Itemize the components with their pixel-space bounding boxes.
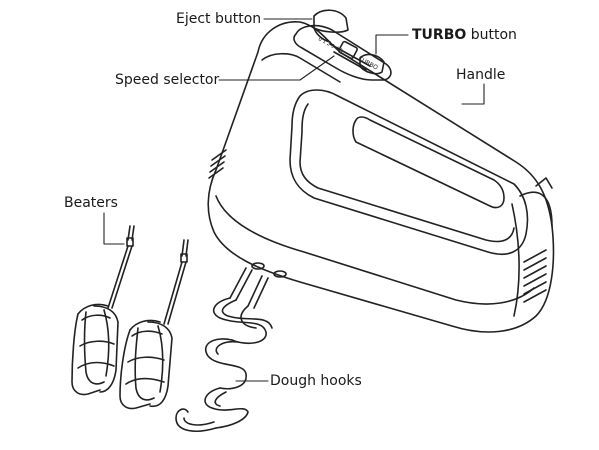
turbo-label-bold: TURBO [412, 27, 467, 43]
eject-button-label: Eject button [176, 11, 262, 27]
turbo-label-rest: button [466, 27, 517, 43]
beaters [71, 225, 189, 410]
dough-hooks-label: Dough hooks [270, 373, 362, 389]
mixer-body: TURBO 0 1 2 3 4 5 [207, 9, 555, 333]
beaters-label: Beaters [64, 195, 118, 211]
beaters-leader [103, 212, 125, 245]
dough-hooks [175, 267, 273, 432]
speed-marks-text: 0 1 2 3 4 5 [317, 36, 344, 54]
turbo-button-label: TURBO button [412, 27, 517, 43]
leader-lines [103, 18, 485, 382]
handle-label: Handle [456, 67, 506, 83]
turbo-leader [375, 34, 409, 55]
handle-leader [461, 83, 485, 105]
speed-leader [218, 55, 335, 81]
speed-selector-label: Speed selector [115, 72, 220, 88]
